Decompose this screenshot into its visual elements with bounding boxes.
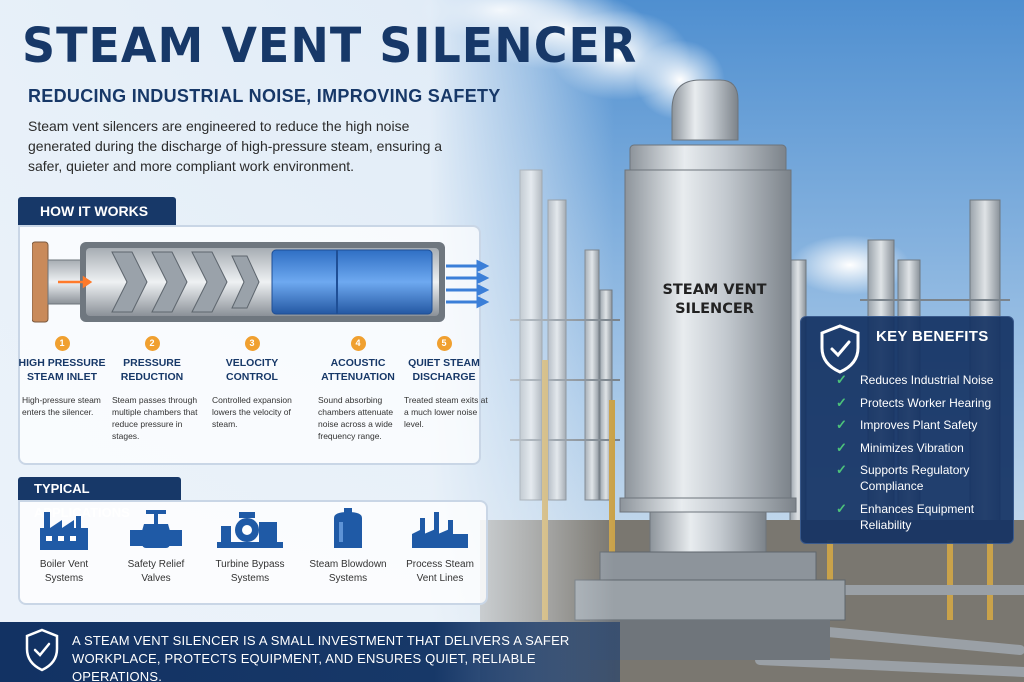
benefit-item: ✓Reduces Industrial Noise — [836, 372, 994, 387]
factory-icon — [40, 512, 88, 550]
step-title: PRESSURE REDUCTION — [120, 357, 184, 383]
check-icon: ✓ — [836, 462, 847, 477]
application-process-steam: Process Steam Vent Lines — [396, 508, 484, 586]
step-5: 5 QUIET STEAM DISCHARGE Treated steam ex… — [398, 333, 490, 430]
step-number-badge: 3 — [244, 336, 260, 351]
application-safety-relief: Safety Relief Valves — [112, 508, 200, 586]
application-boiler-vent: Boiler Vent Systems — [20, 508, 108, 586]
typical-applications-heading: TYPICAL APPLICATIONS — [18, 477, 181, 520]
application-label: Turbine Bypass Systems — [215, 559, 285, 584]
intro-paragraph: Steam vent silencers are engineered to r… — [28, 118, 443, 174]
silencer-cutaway-diagram — [32, 241, 490, 323]
step-number-badge: 2 — [144, 336, 160, 351]
key-benefits-list: ✓Reduces Industrial Noise ✓Protects Work… — [832, 372, 1012, 539]
benefit-item: ✓Protects Worker Hearing — [836, 394, 992, 410]
bottom-banner — [0, 622, 620, 682]
benefit-item: ✓Supports Regulatory Compliance — [836, 462, 970, 493]
banner-text: A STEAM VENT SILENCER IS A SMALL INVESTM… — [72, 633, 570, 682]
page-subtitle: REDUCING INDUSTRIAL NOISE, IMPROVING SAF… — [28, 86, 501, 106]
step-4: 4 ACOUSTIC ATTENUATION Sound absorbing c… — [312, 333, 404, 442]
application-steam-blowdown: Steam Blowdown Systems — [304, 508, 392, 586]
application-label: Process Steam Vent Lines — [406, 559, 474, 584]
check-icon: ✓ — [836, 439, 847, 455]
step-description: Controlled expansion lowers the velocity… — [212, 395, 292, 429]
check-icon: ✓ — [836, 394, 847, 410]
step-description: High-pressure steam enters the silencer. — [22, 395, 101, 417]
step-title: VELOCITY CONTROL — [225, 357, 279, 383]
step-2: 2 PRESSURE REDUCTION Steam passes throug… — [106, 333, 198, 442]
step-description: Sound absorbing chambers attenuate noise… — [318, 395, 394, 441]
turbine-icon — [217, 512, 283, 548]
step-number-badge: 1 — [54, 336, 70, 351]
shield-icon — [820, 324, 860, 374]
step-description: Treated steam exits at a much lower nois… — [404, 395, 488, 429]
step-title: QUIET STEAM DISCHARGE — [408, 357, 480, 383]
check-icon: ✓ — [836, 372, 847, 387]
check-icon: ✓ — [836, 417, 847, 432]
application-turbine-bypass: Turbine Bypass Systems — [206, 508, 294, 586]
tank-icon — [334, 508, 362, 548]
plant-icon — [412, 512, 468, 548]
benefit-item: ✓Improves Plant Safety — [836, 417, 978, 432]
application-label: Boiler Vent Systems — [39, 559, 89, 584]
silencer-label: STEAM VENT SILENCER — [662, 282, 767, 317]
benefit-item: ✓Enhances Equipment Reliability — [836, 500, 975, 532]
step-number-badge: 4 — [350, 336, 366, 351]
key-benefits-heading: KEY BENEFITS — [876, 328, 989, 345]
step-3: 3 VELOCITY CONTROL Controlled expansion … — [206, 333, 298, 430]
page-title: STEAM VENT SILENCER — [22, 16, 638, 74]
step-number-badge: 5 — [436, 336, 452, 351]
step-title: HIGH PRESSURE STEAM INLET — [18, 357, 106, 383]
check-icon: ✓ — [836, 500, 847, 516]
application-label: Steam Blowdown Systems — [309, 559, 387, 584]
valve-icon — [130, 510, 182, 548]
step-1: 1 HIGH PRESSURE STEAM INLET High-pressur… — [16, 333, 108, 418]
step-description: Steam passes through multiple chambers t… — [112, 395, 198, 441]
benefit-item: ✓Minimizes Vibration — [836, 439, 964, 455]
shield-check-icon — [25, 628, 59, 672]
how-it-works-heading: HOW IT WORKS — [18, 197, 176, 225]
step-title: ACOUSTIC ATTENUATION — [321, 357, 395, 383]
application-label: Safety Relief Valves — [127, 559, 185, 584]
